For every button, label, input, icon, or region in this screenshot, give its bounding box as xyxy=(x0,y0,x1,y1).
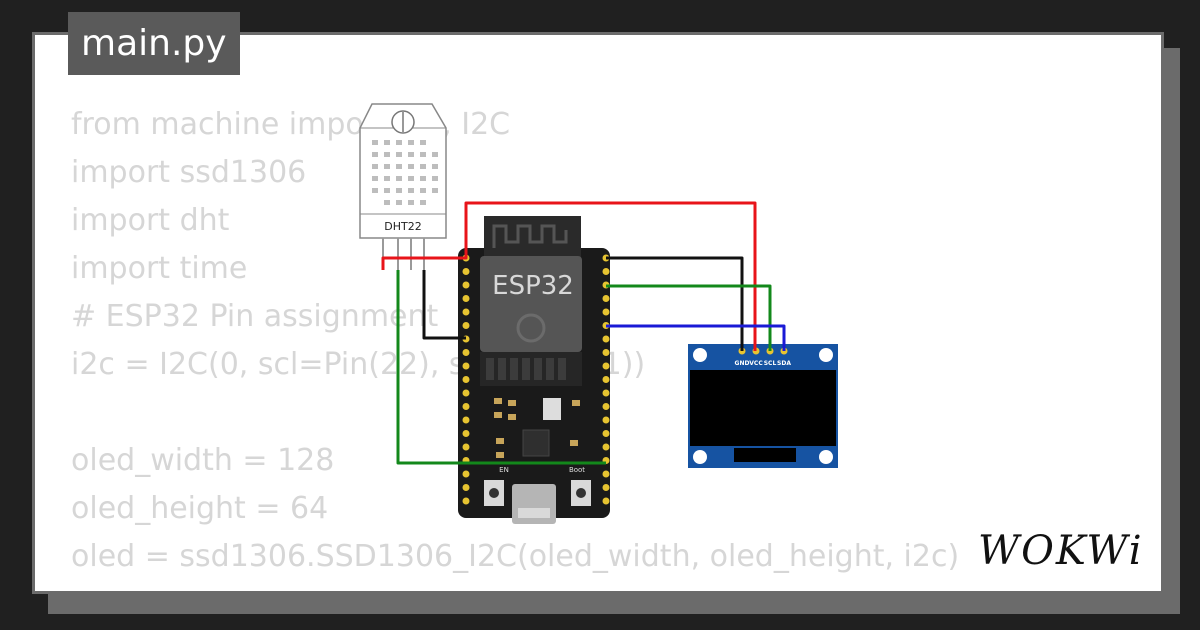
header-pin xyxy=(462,295,470,302)
header-pin xyxy=(602,308,610,316)
header-pin xyxy=(462,349,470,356)
wokwi-logo: WOKWi xyxy=(978,528,1144,574)
header-pin xyxy=(462,403,470,410)
header-pin xyxy=(602,349,610,356)
header-pin xyxy=(462,430,470,437)
header-pin xyxy=(602,470,610,478)
oled-pin-gnd: GND xyxy=(735,360,750,367)
header-pin xyxy=(602,416,610,424)
header-pin xyxy=(462,308,470,316)
code-line: import dht xyxy=(71,203,230,238)
code-line: oled_width = 128 xyxy=(71,443,335,478)
header-pin xyxy=(462,362,470,370)
header-pin xyxy=(462,497,470,505)
header-pin xyxy=(602,389,610,397)
header-pin xyxy=(602,497,610,505)
espressif-logo-icon xyxy=(516,313,546,343)
dht22-sensor[interactable]: DHT22 xyxy=(359,103,447,270)
boot-label: Boot xyxy=(569,466,585,474)
header-pin xyxy=(462,484,470,491)
wire-sda xyxy=(606,324,786,351)
wire-scl xyxy=(606,284,772,351)
header-pin xyxy=(462,281,470,289)
header-pin xyxy=(462,389,470,397)
oled-pin-sda: SDA xyxy=(777,360,791,367)
en-label: EN xyxy=(499,466,509,474)
wires xyxy=(381,201,786,465)
esp32-board[interactable]: ESP32 EN Boot xyxy=(458,216,610,524)
sensor-pins xyxy=(382,238,425,270)
wire-dht-data xyxy=(396,270,606,465)
header-pin xyxy=(602,484,610,491)
header-pin xyxy=(462,268,470,275)
oled-screen xyxy=(690,370,836,446)
oled-pin-scl: SCL xyxy=(764,360,777,367)
code-line: oled = ssd1306.SSD1306_I2C(oled_width, o… xyxy=(71,539,960,574)
filename-tab[interactable]: main.py xyxy=(68,12,240,75)
sensor-label: DHT22 xyxy=(384,220,421,233)
sensor-grille xyxy=(372,140,438,205)
oled-pin-vcc: VCC xyxy=(749,360,763,367)
header-pin xyxy=(602,268,610,275)
header-pin xyxy=(602,376,610,383)
header-pin xyxy=(602,295,610,302)
code-line: oled_height = 64 xyxy=(71,491,329,526)
esp32-module-shield xyxy=(480,256,582,352)
header-pin xyxy=(462,322,470,329)
code-line: import ssd1306 xyxy=(71,155,307,190)
header-pin xyxy=(462,470,470,478)
header-pin xyxy=(462,416,470,424)
code-line: import time xyxy=(71,251,248,286)
wire-gnd-sensor xyxy=(422,270,466,340)
header-pin xyxy=(602,443,610,451)
header-pin xyxy=(602,362,610,370)
header-pin xyxy=(602,430,610,437)
ssd1306-oled-display[interactable]: GND VCC SCL SDA xyxy=(688,344,838,468)
board-label: ESP32 xyxy=(492,271,574,301)
wire-vcc xyxy=(381,201,757,351)
header-pin xyxy=(462,376,470,383)
header-pin xyxy=(602,403,610,410)
code-line: # ESP32 Pin assignment xyxy=(71,299,439,334)
wire-gnd-oled xyxy=(606,256,744,351)
header-pin xyxy=(462,443,470,451)
header-pin xyxy=(602,335,610,343)
